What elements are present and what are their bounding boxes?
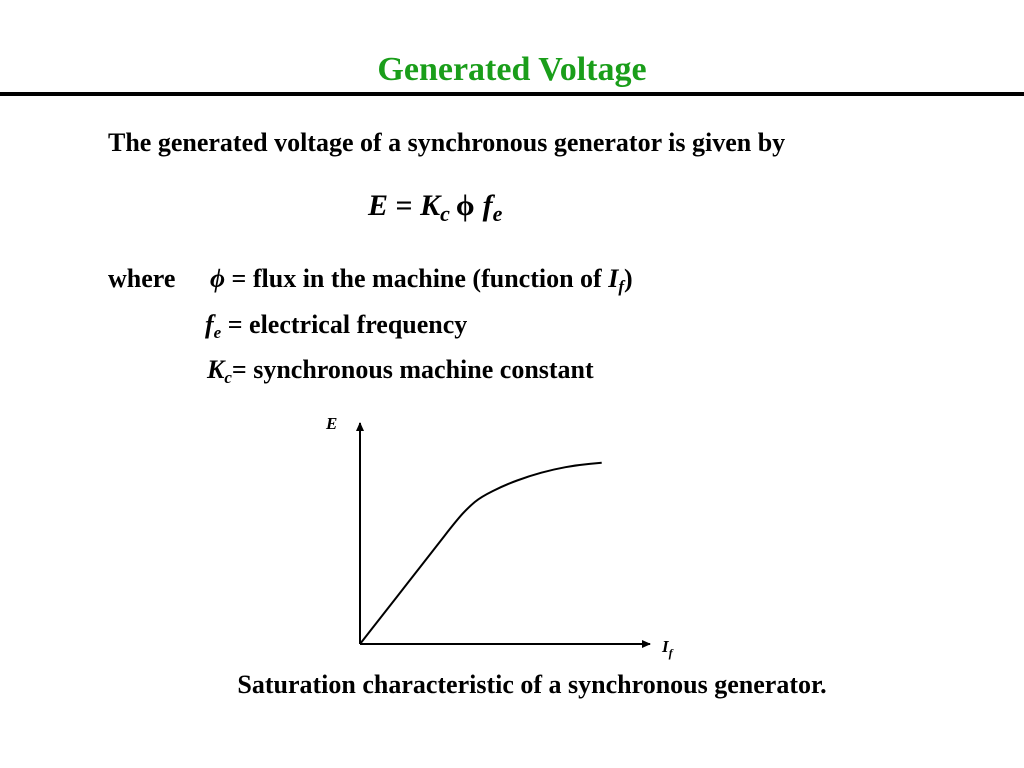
figure-caption: Saturation characteristic of a synchrono…	[237, 670, 827, 699]
eq-k-sub: c	[440, 201, 450, 226]
saturation-chart: E If	[325, 414, 674, 660]
def-flux-ref-symbol: I	[608, 264, 619, 293]
eq-phi: ϕ	[455, 189, 475, 222]
eq-f: f	[482, 189, 493, 222]
def-flux-ref-sub: f	[618, 277, 625, 296]
x-axis-label-main: I	[661, 637, 670, 656]
definition-flux: ϕ = flux in the machine (function of If)	[210, 262, 633, 304]
def-flux-symbol: ϕ	[210, 264, 226, 293]
eq-k: K	[420, 189, 441, 222]
title-divider	[0, 92, 1024, 96]
def-freq-sub: e	[213, 323, 222, 342]
intro-text: The generated voltage of a synchronous g…	[108, 128, 786, 157]
x-axis-label: If	[661, 637, 674, 660]
def-freq-text: = electrical frequency	[221, 310, 468, 339]
y-axis-label: E	[325, 414, 337, 433]
where-label: where	[108, 264, 176, 293]
def-const-text: = synchronous machine constant	[231, 355, 594, 384]
definition-frequency: fe = electrical frequency	[205, 308, 467, 350]
eq-lhs: E	[368, 189, 389, 222]
eq-f-sub: e	[492, 201, 503, 226]
def-flux-close: )	[624, 264, 633, 293]
slide-title: Generated Voltage	[377, 51, 647, 88]
x-axis-label-sub: f	[669, 646, 674, 660]
def-const-symbol: K	[207, 355, 225, 384]
def-freq-symbol: f	[205, 310, 214, 339]
saturation-curve	[359, 461, 602, 645]
def-const-sub: c	[224, 368, 232, 387]
def-flux-text: = flux in the machine (function of	[225, 264, 609, 293]
eq-equals: =	[388, 189, 421, 222]
definition-constant: Kc= synchronous machine constant	[207, 353, 594, 395]
